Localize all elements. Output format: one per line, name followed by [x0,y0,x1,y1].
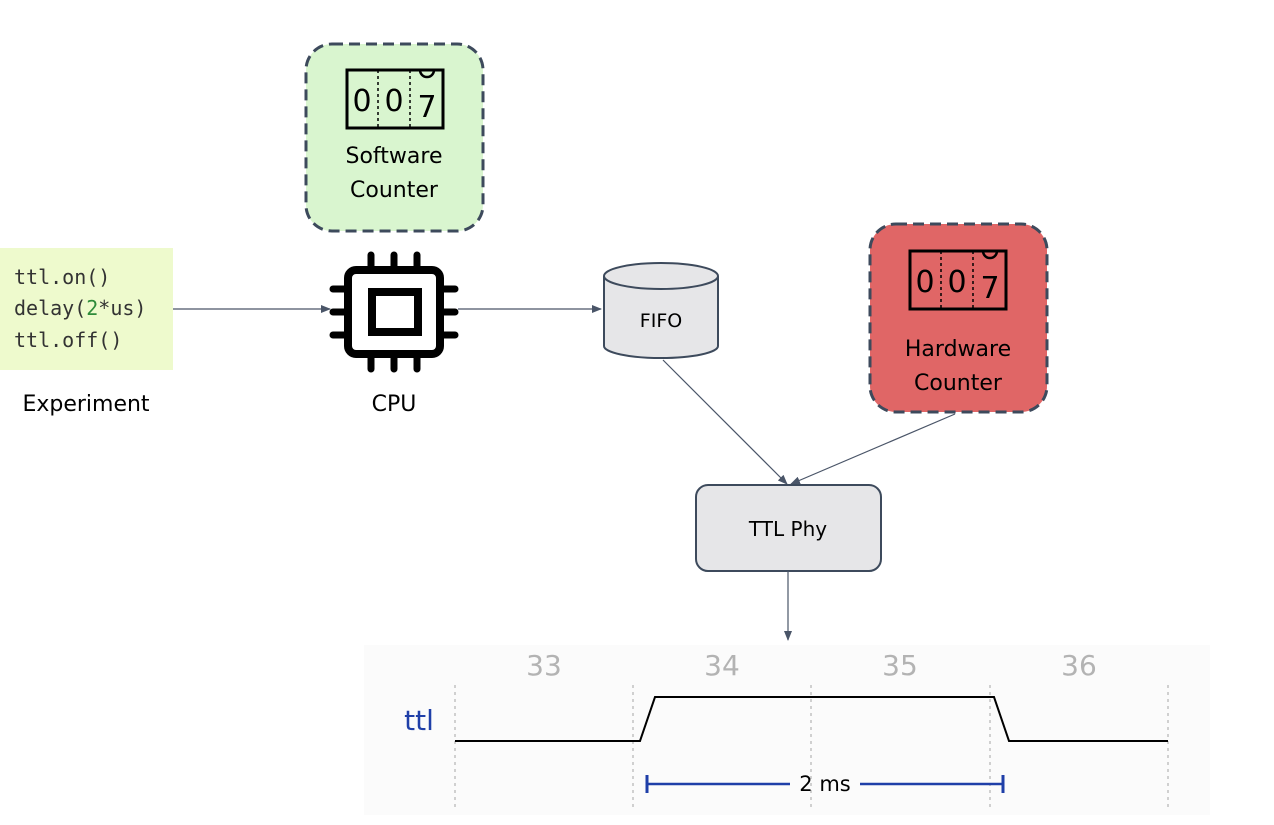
software-counter-label-line2: Counter [350,178,439,203]
code-line-3: ttl.off() [14,328,122,352]
fifo-label: FIFO [640,310,682,332]
svg-text:0: 0 [915,265,934,300]
counter-icon: 0 0 7 [908,249,1008,311]
counter-icon: 0 0 7 [345,68,445,130]
svg-text:7: 7 [417,90,436,125]
arrow-fifo-to-ttl-phy [662,359,788,485]
experiment-code-block: ttl.on() delay(2*us) ttl.off() [0,248,173,370]
cpu-chip-icon [329,251,459,373]
duration-label: 2 ms [799,772,850,796]
hardware-counter: 0 0 7 Hardware Counter [868,222,1049,414]
timing-diagram: 33 34 35 36 ttl 2 ms [364,645,1210,815]
svg-text:0: 0 [384,84,403,119]
hardware-counter-label-line2: Counter [914,371,1003,396]
database-cylinder-icon: FIFO [603,262,719,359]
code-line-2: delay(2*us) [14,296,146,320]
svg-text:0: 0 [352,84,371,119]
duration-marker: 2 ms [645,772,1005,796]
hardware-counter-label-line1: Hardware [905,337,1011,362]
code-line-1: ttl.on() [14,265,110,289]
signal-label-ttl: ttl [404,704,434,737]
ttl-waveform [455,696,1168,742]
software-counter: 0 0 7 Software Counter [304,42,485,233]
tick-label: 36 [1061,649,1097,682]
tick-label: 33 [526,649,562,682]
cpu-label: CPU [372,392,417,417]
ttl-phy-box: TTL Phy [695,484,882,572]
svg-text:7: 7 [980,271,999,306]
arrow-hardware-counter-to-ttl-phy [790,413,956,485]
tick-label: 35 [882,649,918,682]
tick-label: 34 [704,649,740,682]
svg-text:0: 0 [947,265,966,300]
software-counter-label-line1: Software [346,144,443,169]
experiment-label: Experiment [22,392,149,417]
ttl-phy-label: TTL Phy [748,517,827,541]
